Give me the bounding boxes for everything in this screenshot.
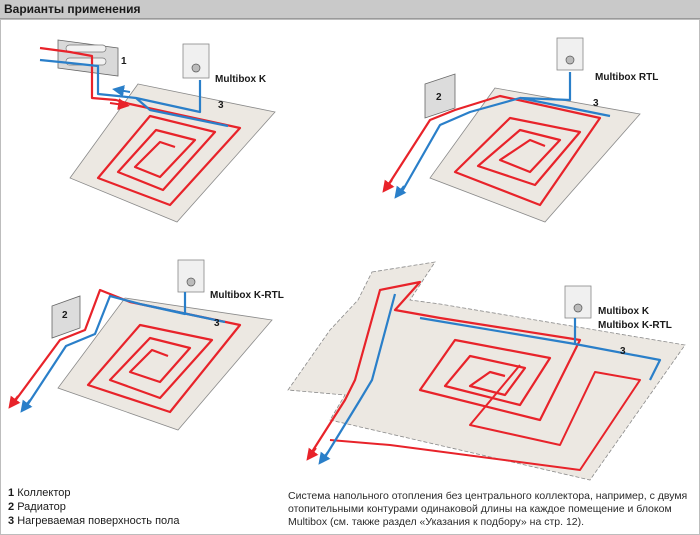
- panel-multibox-k: [39, 39, 276, 223]
- panel-multibox-rtl: [382, 37, 641, 223]
- header-bar: Варианты применения: [0, 0, 700, 19]
- label-multibox-k: Multibox K: [215, 74, 267, 85]
- label-multibox-k-second: Multibox K: [598, 306, 650, 317]
- supply-pipe-1: [39, 46, 242, 207]
- multibox-device-4: [564, 285, 592, 319]
- panel-multibox-k-rtl: [8, 259, 273, 431]
- return-pipe-1: [39, 58, 229, 128]
- legend-item: 2 Радиатор: [8, 501, 66, 513]
- return-pipe-3: [23, 292, 226, 411]
- callout-1: 1: [121, 56, 127, 67]
- panel-multibox-k-and-k-rtl: [287, 261, 686, 481]
- return-pipe-4: [321, 293, 662, 463]
- collector-box: [57, 39, 119, 77]
- callout-3-panel2: 3: [593, 98, 599, 109]
- supply-pipe-4b: [329, 364, 641, 471]
- legend: 1 Коллектор 2 Радиатор 3 Нагреваемая пов…: [8, 486, 179, 528]
- radiator-box-2: [51, 295, 81, 339]
- supply-pipe-3: [11, 288, 242, 414]
- legend-item: 3 Нагреваемая поверхность пола: [8, 515, 180, 527]
- callout-3-panel3: 3: [214, 318, 220, 329]
- callout-3-panel4: 3: [620, 346, 626, 357]
- radiator-box-1: [424, 73, 456, 119]
- label-multibox-k-rtl-second: Multibox K-RTL: [598, 320, 672, 331]
- supply-pipe-4a: [309, 280, 582, 456]
- callout-3-panel1: 3: [218, 100, 224, 111]
- callout-2-panel2: 2: [436, 92, 442, 103]
- label-multibox-k-rtl: Multibox K-RTL: [210, 290, 284, 301]
- floor-surface-2: [429, 87, 641, 223]
- multibox-device-3: [177, 259, 205, 293]
- supply-pipe-2: [384, 94, 602, 207]
- multibox-device-1: [182, 43, 210, 79]
- legend-item: 1 Коллектор: [8, 487, 71, 499]
- page-title: Варианты применения: [4, 2, 141, 16]
- callout-2-panel3: 2: [62, 310, 68, 321]
- floor-surface-4: [287, 261, 686, 481]
- label-multibox-rtl: Multibox RTL: [595, 72, 659, 83]
- return-pipe-2: [399, 72, 611, 196]
- multibox-device-2: [556, 37, 584, 71]
- caption-text: Система напольного отопления без централ…: [288, 490, 688, 528]
- floor-surface-3: [57, 297, 273, 431]
